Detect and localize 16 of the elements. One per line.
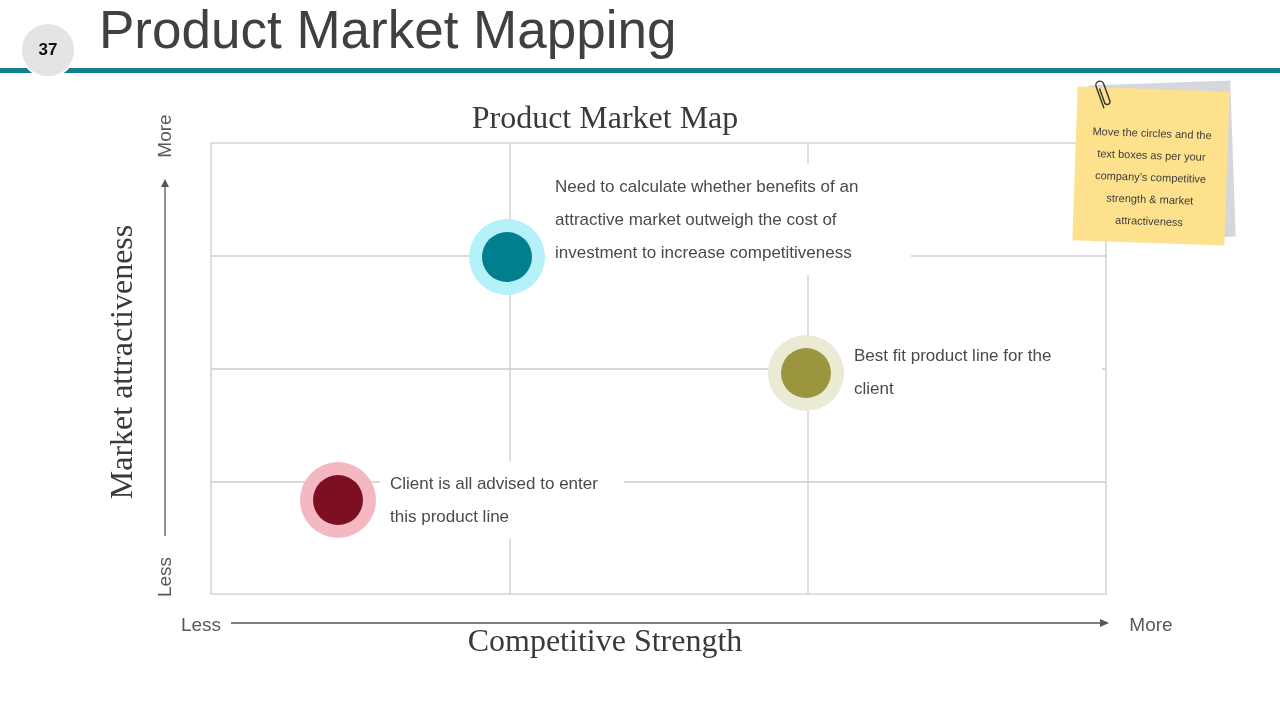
page-number: 37 <box>20 22 76 78</box>
axis-end-label: Less <box>154 556 176 598</box>
position-marker <box>768 335 844 411</box>
sticky-note <box>1072 86 1230 246</box>
axis-title: Competitive Strength <box>467 621 743 659</box>
axis-title: Market attractiveness <box>102 224 140 500</box>
page-title: Product Market Mapping <box>99 0 677 60</box>
axis-end-label: More <box>1129 614 1173 636</box>
position-marker <box>469 219 545 295</box>
chart-title: Product Market Map <box>471 98 739 136</box>
marker-note: Need to calculate whether benefits of an attractive market outweigh the cost of investment to increase competitiveness <box>545 164 911 275</box>
axis-end-label: More <box>154 114 176 158</box>
marker-note: Client is all advised to enter this product line <box>380 461 624 539</box>
position-marker <box>300 462 376 538</box>
axis-end-label: Less <box>180 614 222 636</box>
note-text: Move the circles and the text boxes as per your company’s competitive strength & market attractiveness <box>1091 123 1213 231</box>
